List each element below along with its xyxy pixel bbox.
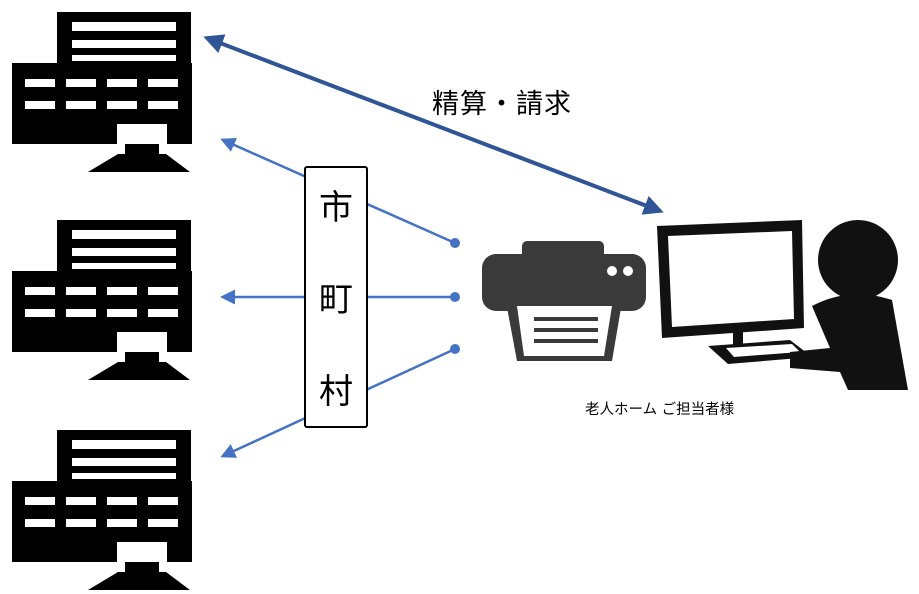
connector-dot bbox=[450, 238, 460, 248]
building-icon bbox=[12, 12, 192, 172]
connector-dot bbox=[450, 292, 460, 302]
municipality-char-city: 市 bbox=[319, 188, 353, 228]
municipality-box: 市 町 村 bbox=[304, 166, 368, 428]
printer-icon bbox=[482, 241, 646, 361]
building-icon bbox=[12, 220, 192, 380]
staff-caption: 老人ホーム ご担当者様 bbox=[585, 402, 735, 418]
settlement-label: 精算・請求 bbox=[432, 89, 572, 120]
building-icon bbox=[12, 430, 192, 590]
municipality-char-village: 村 bbox=[319, 372, 353, 412]
computer-user-icon bbox=[657, 220, 908, 390]
settlement-arrow bbox=[203, 34, 664, 215]
connector-dot bbox=[450, 344, 460, 354]
municipality-char-town: 町 bbox=[319, 280, 353, 320]
